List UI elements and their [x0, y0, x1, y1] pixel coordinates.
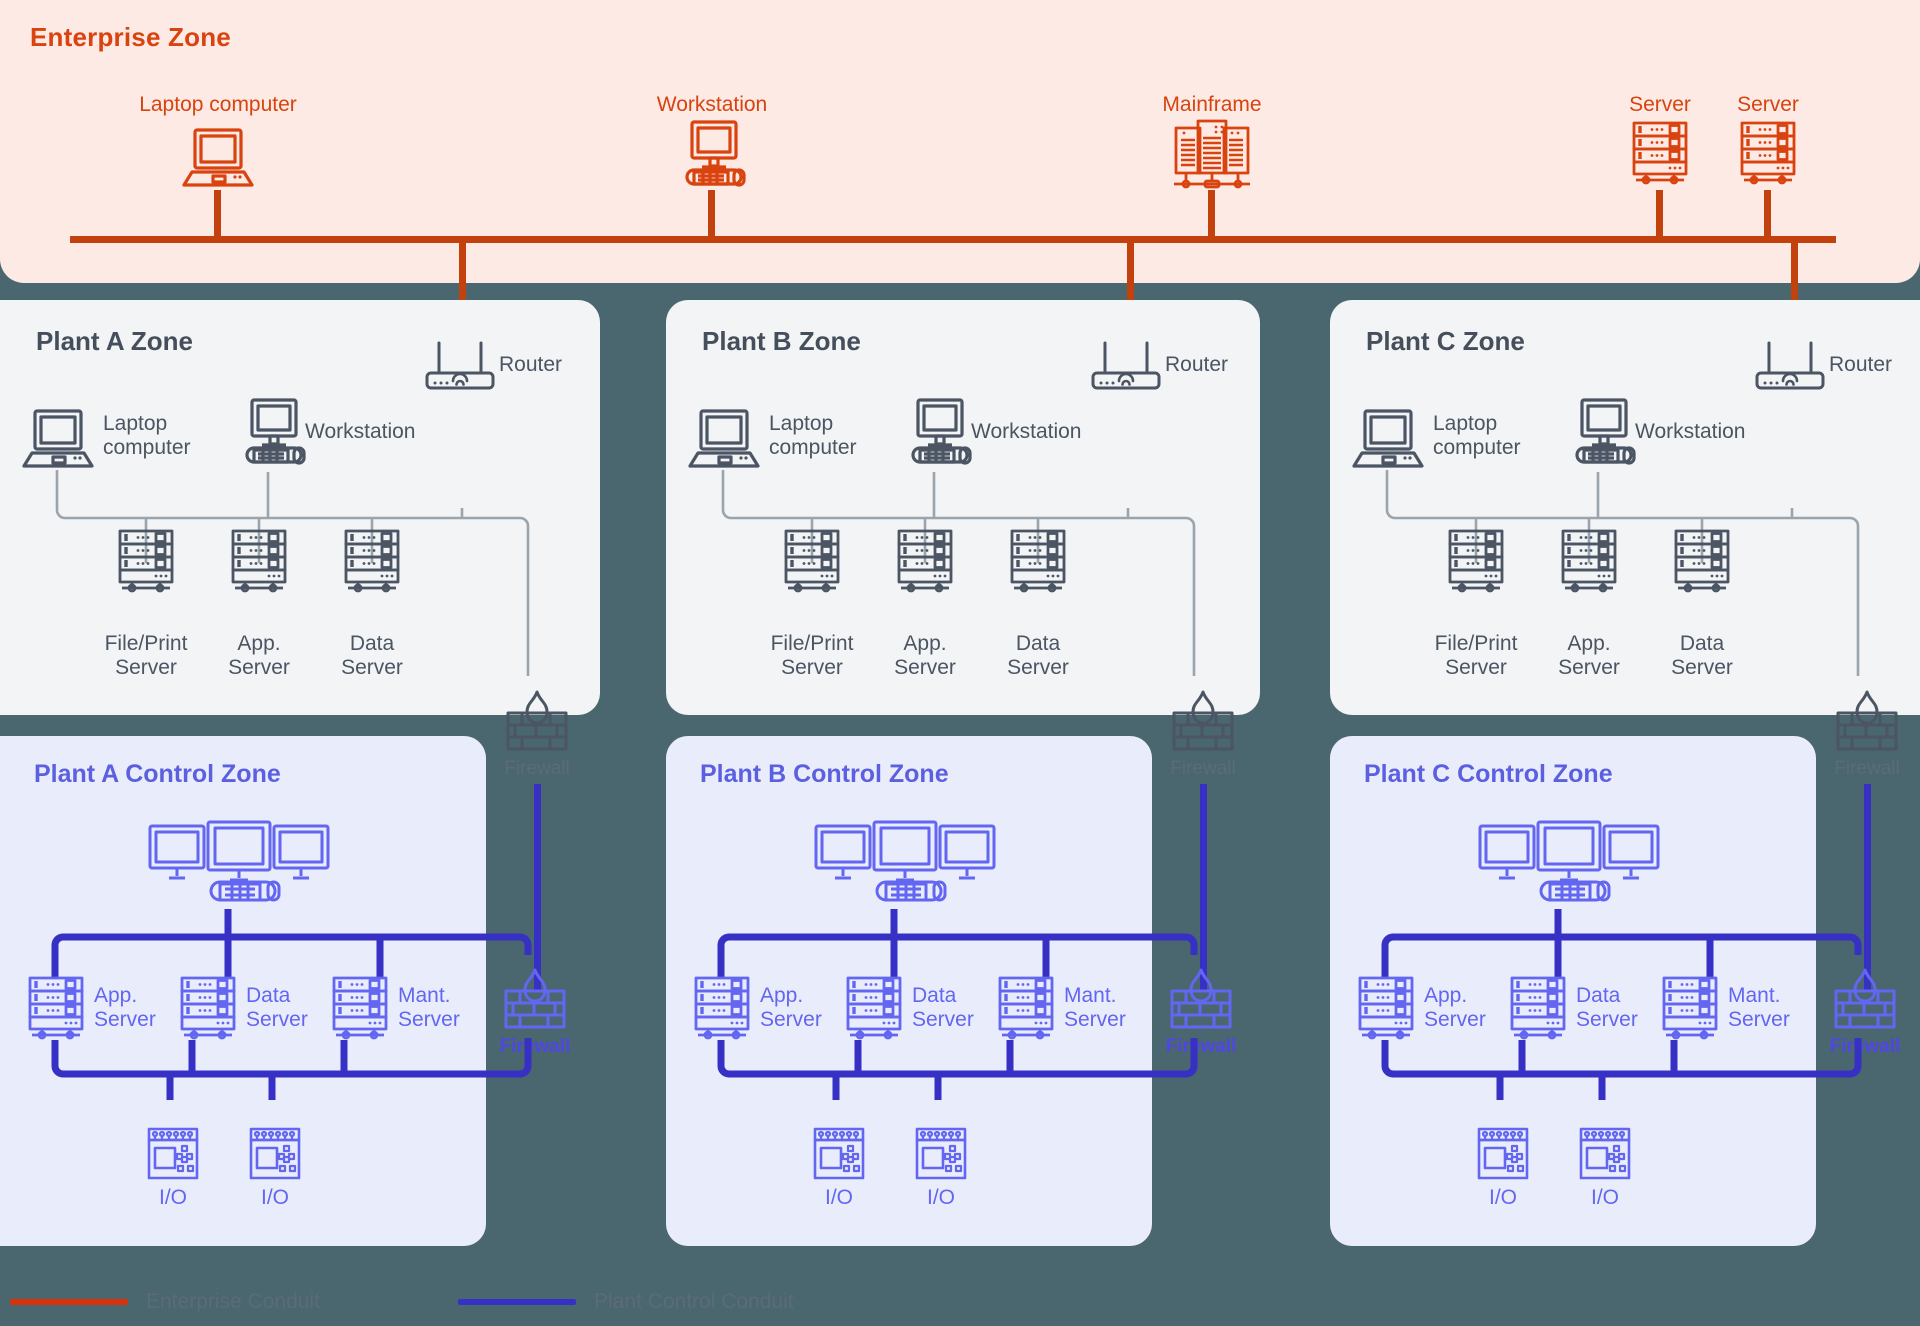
- plant-b-io-label-1: I/O: [824, 1186, 854, 1209]
- plant-b-control-server-label-data: Data Server: [912, 984, 974, 1031]
- plant-a-workstation-label: Workstation: [305, 420, 416, 443]
- enterprise-node-label-mainframe: Mainframe: [1162, 93, 1262, 116]
- plant-c-control-server-label-data: Data Server: [1576, 984, 1638, 1031]
- plant-a-control-firewall-label: Firewall: [499, 1036, 571, 1057]
- enterprise-node-label-laptop: Laptop computer: [139, 93, 297, 116]
- legend-item-enterprise-conduit: Enterprise Conduit: [10, 1290, 320, 1314]
- plant-a-control-conduit-vertical: [534, 784, 541, 990]
- plant-c-workstation-label: Workstation: [1635, 420, 1746, 443]
- plant-b-zone-title: Plant B Zone: [702, 326, 861, 356]
- plant-c-control-server-label-mant: Mant. Server: [1728, 984, 1790, 1031]
- legend-swatch-enterprise: [10, 1299, 128, 1305]
- plant-b-server-label-fileprint: File/Print Server: [770, 632, 854, 679]
- enterprise-zone: Enterprise Zone: [0, 0, 1920, 283]
- plant-c-zone-title: Plant C Zone: [1366, 326, 1525, 356]
- plant-b-control-server-label-app: App. Server: [760, 984, 822, 1031]
- enterprise-drop-server-1: [1656, 190, 1663, 238]
- plant-a-io-label-2: I/O: [260, 1186, 290, 1209]
- legend-label-plant-control: Plant Control Conduit: [594, 1290, 794, 1313]
- plant-a-router-label: Router: [499, 353, 563, 376]
- enterprise-node-label-server-1: Server: [1629, 93, 1691, 116]
- plant-c-io-label-1: I/O: [1488, 1186, 1518, 1209]
- plant-b-control-firewall-label: Firewall: [1165, 1036, 1237, 1057]
- plant-b-control-server-label-mant: Mant. Server: [1064, 984, 1126, 1031]
- plant-b-server-label-data: Data Server: [1007, 632, 1069, 679]
- plant-c-server-label-fileprint: File/Print Server: [1434, 632, 1518, 679]
- plant-a-zone-title: Plant A Zone: [36, 326, 193, 356]
- plant-b-server-label-app: App. Server: [894, 632, 956, 679]
- plant-a-control-server-label-mant: Mant. Server: [398, 984, 460, 1031]
- legend-label-enterprise: Enterprise Conduit: [146, 1290, 320, 1313]
- enterprise-drop-laptop: [214, 190, 221, 238]
- plant-a-control-server-label-app: App. Server: [94, 984, 156, 1031]
- plant-c-firewall-label: Firewall: [1834, 758, 1900, 779]
- plant-b-laptop-label: Laptop computer: [769, 412, 857, 459]
- legend-swatch-plant-control: [458, 1299, 576, 1305]
- legend-item-plant-control-conduit: Plant Control Conduit: [458, 1290, 794, 1314]
- plant-a-control-zone-title: Plant A Control Zone: [34, 760, 281, 788]
- plant-a-io-label-1: I/O: [158, 1186, 188, 1209]
- plant-b-workstation-label: Workstation: [971, 420, 1082, 443]
- plant-b-router-label: Router: [1165, 353, 1229, 376]
- plant-a-server-label-app: App. Server: [228, 632, 290, 679]
- plant-c-io-label-2: I/O: [1590, 1186, 1620, 1209]
- enterprise-node-label-server-2: Server: [1737, 93, 1799, 116]
- plant-b-control-conduit-vertical: [1200, 784, 1207, 990]
- plant-a-server-label-fileprint: File/Print Server: [104, 632, 188, 679]
- plant-a-server-label-data: Data Server: [341, 632, 403, 679]
- plant-c-server-label-data: Data Server: [1671, 632, 1733, 679]
- enterprise-drop-workstation: [708, 190, 715, 238]
- plant-a-control-server-label-data: Data Server: [246, 984, 308, 1031]
- plant-c-control-conduit-vertical: [1864, 784, 1871, 990]
- plant-b-io-label-2: I/O: [926, 1186, 956, 1209]
- plant-c-control-zone-title: Plant C Control Zone: [1364, 760, 1613, 788]
- plant-c-router-label: Router: [1829, 353, 1893, 376]
- enterprise-node-label-workstation: Workstation: [656, 93, 768, 116]
- plant-a-firewall-label: Firewall: [504, 758, 570, 779]
- enterprise-bus-line: [70, 236, 1836, 243]
- enterprise-drop-server-2: [1764, 190, 1771, 238]
- legend: Enterprise Conduit Plant Control Conduit: [0, 1290, 1920, 1326]
- plant-c-control-server-label-app: App. Server: [1424, 984, 1486, 1031]
- plant-c-server-label-app: App. Server: [1558, 632, 1620, 679]
- plant-c-laptop-label: Laptop computer: [1433, 412, 1521, 459]
- enterprise-zone-title: Enterprise Zone: [30, 22, 231, 52]
- plant-a-laptop-label: Laptop computer: [103, 412, 191, 459]
- plant-b-firewall-label: Firewall: [1170, 758, 1236, 779]
- plant-b-control-zone-title: Plant B Control Zone: [700, 760, 949, 788]
- plant-c-control-firewall-label: Firewall: [1829, 1036, 1901, 1057]
- enterprise-drop-mainframe: [1208, 190, 1215, 238]
